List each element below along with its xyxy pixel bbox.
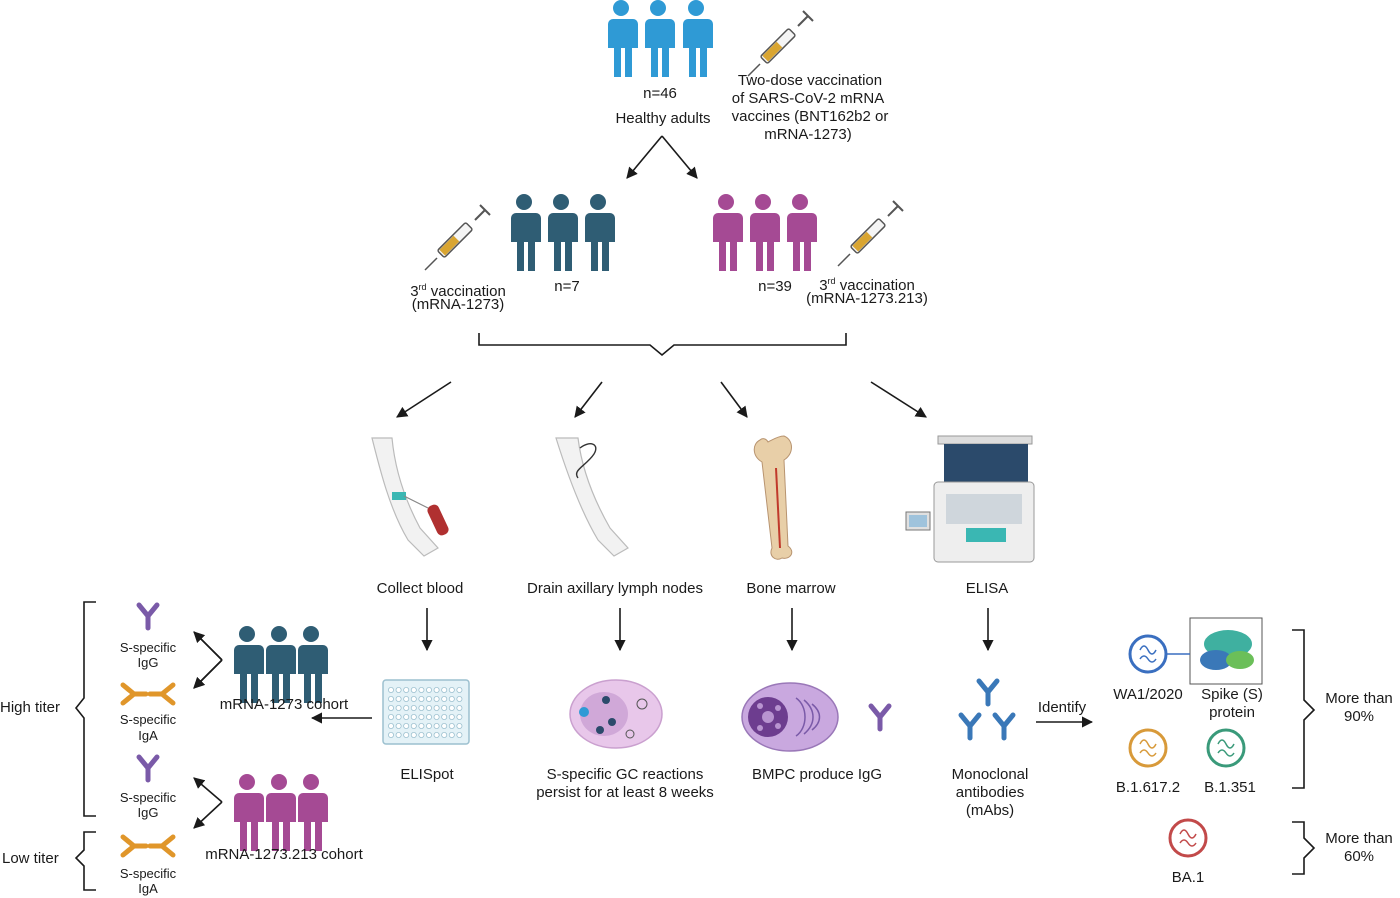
primary-vaccination-line1: Two-dose vaccination bbox=[737, 72, 883, 89]
mabs-label-line2: antibodies bbox=[955, 784, 1025, 801]
arm-blood-draw-icon bbox=[371, 437, 449, 557]
sample-bone-label: Bone marrow bbox=[746, 580, 836, 597]
elispot-label: ELISpot bbox=[400, 766, 454, 783]
split-arrow-left bbox=[626, 135, 663, 179]
igg-1-line2: IgG bbox=[137, 655, 159, 670]
igg-icon-1 bbox=[139, 605, 157, 628]
group-left-people-icon bbox=[511, 194, 615, 271]
chevron-high bbox=[194, 631, 223, 688]
iga-icon-1 bbox=[123, 685, 173, 703]
igg-icon-2 bbox=[139, 757, 157, 780]
syringe-right-icon bbox=[837, 200, 904, 267]
bone-marrow-icon bbox=[753, 435, 793, 560]
primary-vaccination-line3: vaccines (BNT162b2 or bbox=[731, 108, 889, 125]
iga-1-line2: IgA bbox=[138, 728, 158, 743]
spike-label-line1: Spike (S) bbox=[1201, 686, 1263, 703]
igg-antibody-icon bbox=[871, 706, 889, 729]
high-titer-label: High titer bbox=[0, 699, 61, 716]
ba1-virus-icon bbox=[1168, 818, 1208, 858]
b1617-label: B.1.617.2 bbox=[1115, 779, 1181, 796]
left-group-vaccine-label: (mRNA-1273) bbox=[411, 296, 505, 313]
elisa-machine-icon bbox=[905, 435, 1035, 563]
chevron-low-up bbox=[193, 777, 223, 803]
mrna1273-213-cohort-label: mRNA-1273.213 cohort bbox=[205, 846, 363, 863]
sample-elisa-label: ELISA bbox=[965, 580, 1009, 597]
monoclonal-antibodies-icon bbox=[961, 681, 1013, 738]
igg-1-line1: S-specific bbox=[119, 640, 177, 655]
bmpc-cell-icon bbox=[741, 682, 839, 752]
left-group-vaccination-label: 3rd vaccination bbox=[410, 282, 506, 300]
bmpc-label: BMPC produce IgG bbox=[751, 766, 883, 783]
population-label: Healthy adults bbox=[615, 110, 711, 127]
syringe-icon bbox=[747, 10, 814, 77]
gc-label-line2: persist for at least 8 weeks bbox=[536, 784, 714, 801]
gc-label-line1: S-specific GC reactions bbox=[546, 766, 704, 783]
arm-lymph-node-icon bbox=[555, 437, 629, 557]
brace-high-titer bbox=[74, 601, 96, 817]
brace-90 bbox=[1292, 629, 1316, 789]
more90-line2: 90% bbox=[1343, 708, 1375, 725]
mrna1273-cohort-icon bbox=[234, 626, 328, 703]
more60-line1: More than bbox=[1325, 830, 1393, 847]
b1351-label: B.1.351 bbox=[1204, 779, 1256, 796]
more60-line2: 60% bbox=[1343, 848, 1375, 865]
gc-reaction-icon bbox=[569, 679, 663, 749]
more90-line1: More than bbox=[1325, 690, 1393, 707]
ba1-label: BA.1 bbox=[1171, 869, 1205, 886]
brace-low-titer bbox=[74, 831, 96, 891]
right-group-vaccine-label: (mRNA-1273.213) bbox=[806, 290, 928, 307]
right-group-n-label: n=39 bbox=[758, 278, 792, 295]
syringe-left-icon bbox=[424, 204, 491, 271]
healthy-adults-icon bbox=[608, 0, 713, 77]
chevron-high-up bbox=[193, 631, 223, 661]
iga-1-line1: S-specific bbox=[119, 712, 177, 727]
elispot-plate-icon bbox=[382, 679, 470, 745]
wa1-label: WA1/2020 bbox=[1113, 686, 1183, 703]
mrna1273-cohort-label: mRNA-1273 cohort bbox=[219, 696, 349, 713]
identify-label: Identify bbox=[1037, 699, 1087, 716]
low-titer-label: Low titer bbox=[2, 850, 59, 867]
split-arrow-right bbox=[661, 135, 698, 179]
arrow-to-elisa bbox=[870, 381, 927, 418]
wa1-virus-icon bbox=[1128, 634, 1168, 674]
brace-60 bbox=[1292, 821, 1316, 875]
spike-label-line2: protein bbox=[1209, 704, 1255, 721]
sample-blood-label: Collect blood bbox=[376, 580, 464, 597]
n-total-label: n=46 bbox=[643, 85, 677, 102]
b1351-virus-icon bbox=[1206, 728, 1246, 768]
arrow-to-bone bbox=[720, 381, 748, 418]
mabs-label-line1: Monoclonal bbox=[951, 766, 1029, 783]
b1617-virus-icon bbox=[1128, 728, 1168, 768]
right-group-vaccination-label: 3rd vaccination bbox=[819, 276, 915, 294]
chevron-high-down bbox=[193, 659, 223, 689]
arrow-to-lymph bbox=[574, 381, 603, 418]
chevron-low-down bbox=[193, 801, 223, 829]
arrow-to-blood bbox=[396, 381, 452, 418]
left-group-n-label: n=7 bbox=[554, 278, 580, 295]
merge-bracket bbox=[478, 333, 847, 357]
group-right-people-icon bbox=[713, 194, 817, 271]
mabs-label-line3: (mAbs) bbox=[965, 802, 1015, 819]
igg-2-line2: IgG bbox=[137, 805, 159, 820]
spike-protein-icon bbox=[1166, 617, 1263, 685]
primary-vaccination-line4: mRNA-1273) bbox=[764, 126, 852, 143]
iga-2-line1: S-specific bbox=[119, 866, 177, 881]
iga-2-line2: IgA bbox=[138, 881, 158, 896]
iga-icon-2 bbox=[123, 837, 173, 855]
sample-lymph-label: Drain axillary lymph nodes bbox=[527, 580, 703, 597]
primary-vaccination-line2: of SARS-CoV-2 mRNA bbox=[731, 90, 885, 107]
igg-2-line1: S-specific bbox=[119, 790, 177, 805]
mrna1273-213-cohort-icon bbox=[234, 774, 328, 851]
